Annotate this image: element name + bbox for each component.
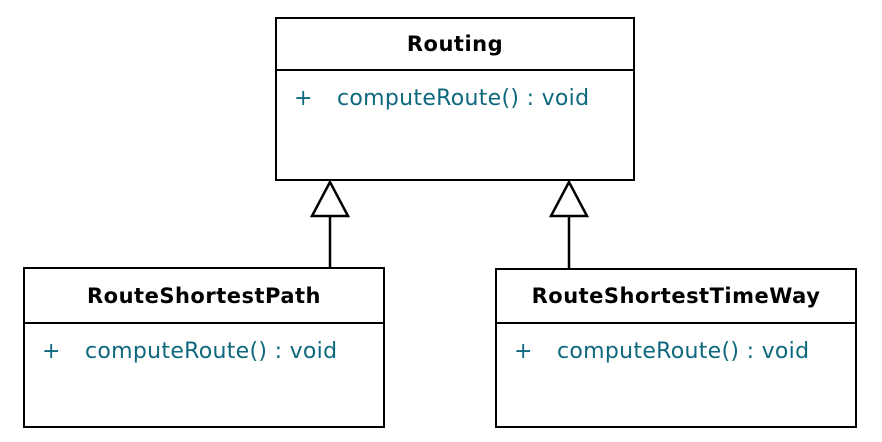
visibility-public-symbol: +: [514, 339, 533, 364]
method-row: + computeRoute() : void: [42, 339, 383, 364]
class-box-routeshortesttimeway[interactable]: RouteShortestTimeWay + computeRoute() : …: [495, 268, 857, 428]
class-box-routing[interactable]: Routing + computeRoute() : void: [275, 17, 635, 181]
method-signature: computeRoute() : void: [85, 339, 338, 364]
class-box-routeshortestpath[interactable]: RouteShortestPath + computeRoute() : voi…: [23, 267, 385, 428]
class-title: RouteShortestTimeWay: [497, 270, 855, 324]
hollow-triangle-arrow-icon: [309, 179, 351, 218]
class-title: Routing: [277, 19, 633, 71]
method-row: + computeRoute() : void: [514, 339, 855, 364]
method-signature: computeRoute() : void: [337, 86, 590, 111]
method-signature: computeRoute() : void: [557, 339, 810, 364]
methods-compartment: + computeRoute() : void: [277, 71, 633, 111]
methods-compartment: + computeRoute() : void: [497, 324, 855, 364]
generalization-edge-routeshortesttimeway[interactable]: [548, 179, 590, 269]
hollow-triangle-arrow-icon: [548, 179, 590, 218]
class-title: RouteShortestPath: [25, 269, 383, 324]
generalization-edge-routeshortestpath[interactable]: [309, 179, 351, 268]
visibility-public-symbol: +: [42, 339, 61, 364]
methods-compartment: + computeRoute() : void: [25, 324, 383, 364]
method-row: + computeRoute() : void: [294, 86, 633, 111]
visibility-public-symbol: +: [294, 86, 313, 111]
